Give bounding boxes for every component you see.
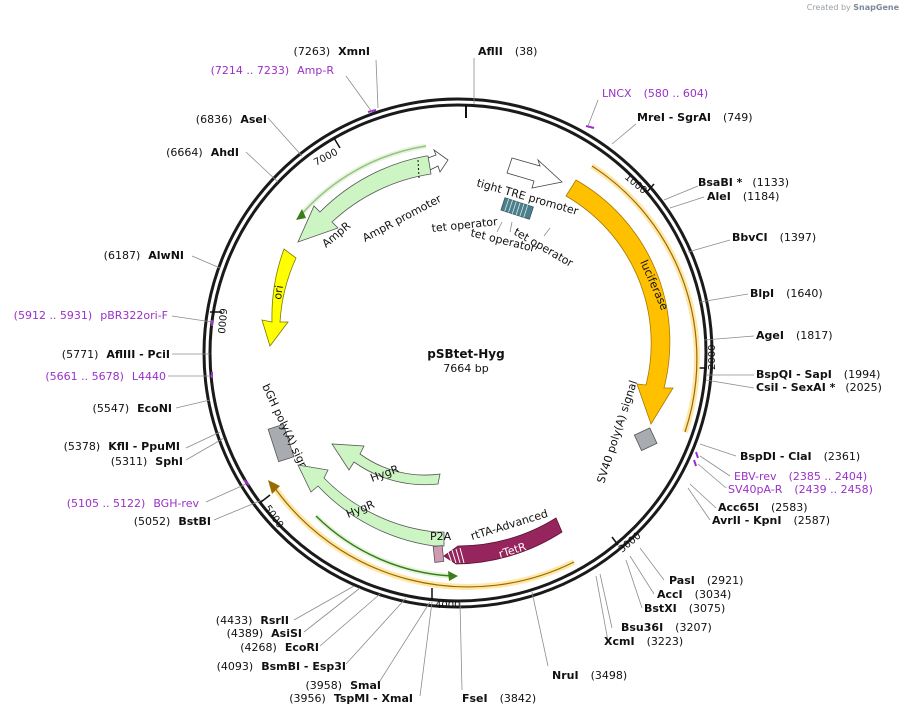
site-label-pasi[interactable]: PasI(2921)	[669, 574, 743, 587]
ori-arrow	[261, 248, 297, 347]
site-label-mrei-sgrai[interactable]: MreI - SgrAI(749)	[637, 111, 753, 124]
rtta-track-head	[268, 480, 280, 494]
primer-marks	[211, 109, 699, 486]
feature-rtta-advanced[interactable]: rtTA-Advanced rTetR	[443, 507, 563, 565]
bgh-polya-box	[267, 423, 295, 463]
backbone	[202, 97, 714, 609]
feature-hygr-upper[interactable]: HygR	[331, 443, 441, 486]
site-label-afliii-pcii[interactable]: (5771)AflIII - PciI	[62, 348, 170, 361]
ampr-promoter-label: AmpR promoter	[360, 192, 444, 245]
sv40-polya-label: SV40 poly(A) signal	[594, 379, 640, 485]
ruler-tick-7000	[333, 137, 341, 149]
bgh-polya-label: bGH poly(A) signal	[259, 382, 314, 481]
rtta-hatch	[447, 547, 465, 564]
ampr-promoter-arrow	[427, 148, 449, 173]
primer-labels: (7214 .. 7233)Amp-R LNCX(580 .. 604) EBV…	[14, 64, 873, 510]
site-label-bspqi-sapi[interactable]: BspQI - SapI(1994)	[756, 368, 880, 381]
feature-ori[interactable]: ori	[261, 248, 297, 347]
hygr-lower-arrow	[297, 464, 445, 547]
ori-label: ori	[271, 284, 286, 300]
site-label-xmni[interactable]: (7263)XmnI	[294, 45, 370, 58]
site-label-ahdi[interactable]: (6664)AhdI	[166, 146, 239, 159]
site-label-xcmi[interactable]: XcmI(3223)	[604, 635, 683, 648]
primer-label-amp-r[interactable]: (7214 .. 7233)Amp-R	[211, 64, 335, 77]
ampr-gene-line-head	[296, 209, 306, 220]
ampr-gene-line-glow	[298, 143, 427, 218]
site-label-econi[interactable]: (5547)EcoNI	[93, 402, 172, 415]
site-label-bstxi[interactable]: BstXI(3075)	[644, 602, 725, 615]
site-label-bsmbi-esp3i[interactable]: (4093)BsmBI - Esp3I	[217, 660, 346, 673]
site-label-bbvci[interactable]: BbvCI(1397)	[732, 231, 816, 244]
leader-lines	[168, 58, 755, 697]
backbone-outer-ring	[202, 97, 714, 609]
primer-label-pbr322ori-f[interactable]: (5912 .. 5931)pBR322ori-F	[14, 309, 168, 322]
p2a-box	[432, 545, 445, 563]
site-label-bspdi-clai[interactable]: BspDI - ClaI(2361)	[740, 450, 860, 463]
p2a-label: P2A	[430, 530, 452, 543]
hygr-upper-arrow	[331, 443, 441, 486]
plasmid-length: 7664 bp	[443, 362, 488, 375]
site-label-fsei[interactable]: FseI(3842)	[462, 692, 536, 705]
luciferase-track-line	[591, 165, 698, 433]
site-label-aflii[interactable]: AflII(38)	[478, 45, 537, 58]
site-label-avrii-kpni[interactable]: AvrII - KpnI(2587)	[712, 514, 830, 527]
feature-luciferase[interactable]: luciferase	[565, 179, 674, 425]
feature-bgh-polya[interactable]: bGH poly(A) signal	[259, 382, 314, 481]
site-label-acc65i[interactable]: Acc65I(2583)	[718, 501, 808, 514]
site-label-alei[interactable]: AleI(1184)	[707, 190, 779, 203]
tet-operator-boxes	[500, 197, 534, 220]
primer-label-bgh-rev[interactable]: (5105 .. 5122)BGH-rev	[67, 497, 200, 510]
sv40-polya-box	[633, 427, 658, 452]
site-label-bsabi[interactable]: BsaBI *(1133)	[698, 176, 789, 189]
primer-label-sv40pa-r[interactable]: SV40pA-R(2439 .. 2458)	[728, 483, 873, 496]
ruler-label-3000: 3000	[617, 531, 644, 556]
ruler-tick-5000	[260, 494, 271, 503]
ruler-label-2000: 2000	[707, 345, 718, 370]
site-label-agei[interactable]: AgeI(1817)	[756, 329, 833, 342]
ruler-label-6000: 6000	[215, 308, 228, 334]
plasmid-name: pSBtet-Hyg	[427, 347, 504, 361]
site-label-smai[interactable]: (3958)SmaI	[306, 679, 381, 692]
luciferase-arrow	[565, 179, 674, 425]
ampr-arrow	[297, 155, 432, 243]
primer-label-l4440[interactable]: (5661 .. 5678)L4440	[45, 370, 166, 383]
site-label-acci[interactable]: AccI(3034)	[657, 588, 731, 601]
primer-label-ebv-rev[interactable]: EBV-rev(2385 .. 2404)	[734, 470, 867, 483]
ampr-overlap-mark	[417, 159, 420, 179]
snapgene-credit: Created by SnapGene	[807, 3, 899, 12]
ruler-tick-1000	[645, 183, 655, 194]
site-label-tspmi-xmai[interactable]: (3956)TspMI - XmaI	[289, 692, 413, 705]
site-label-bsu36i[interactable]: Bsu36I(3207)	[621, 621, 712, 634]
ruler-tick-3000	[611, 536, 619, 546]
feature-hygr-lower[interactable]: HygR	[297, 464, 445, 547]
site-label-sphi[interactable]: (5311)SphI	[111, 455, 183, 468]
snapgene-logo: SnapGene	[853, 3, 899, 12]
site-label-kfli-ppumi[interactable]: (5378)KflI - PpuMI	[64, 440, 180, 453]
site-label-asisi[interactable]: (4389)AsiSI	[227, 627, 302, 640]
site-label-nrui[interactable]: NruI(3498)	[552, 669, 627, 682]
site-label-asei[interactable]: (6836)AseI	[196, 113, 267, 126]
site-label-blpi[interactable]: BlpI(1640)	[750, 287, 823, 300]
tight-tre-arrow	[506, 157, 563, 189]
site-labels: AflII(38) MreI - SgrAI(749) BsaBI *(1133…	[62, 45, 882, 705]
primer-label-lncx[interactable]: LNCX(580 .. 604)	[602, 87, 708, 100]
backbone-inner-ring	[208, 103, 708, 603]
site-label-ecori[interactable]: (4268)EcoRI	[240, 641, 319, 654]
site-label-bstbi[interactable]: (5052)BstBI	[134, 515, 211, 528]
credit-prefix: Created by	[806, 3, 851, 12]
ruler-label-4000: 4000	[435, 600, 460, 611]
hygr-gene-line	[315, 515, 453, 577]
rtetr-arrow	[443, 517, 563, 565]
site-label-alwni[interactable]: (6187)AlwNI	[104, 249, 184, 262]
feature-p2a[interactable]: P2A	[430, 530, 452, 563]
rtta-track	[271, 483, 575, 588]
site-label-csii-sexai[interactable]: CsiI - SexAI *(2025)	[756, 381, 882, 394]
site-label-rsrii[interactable]: (4433)RsrII	[216, 614, 289, 627]
hygr-gene-line-head	[448, 571, 458, 581]
